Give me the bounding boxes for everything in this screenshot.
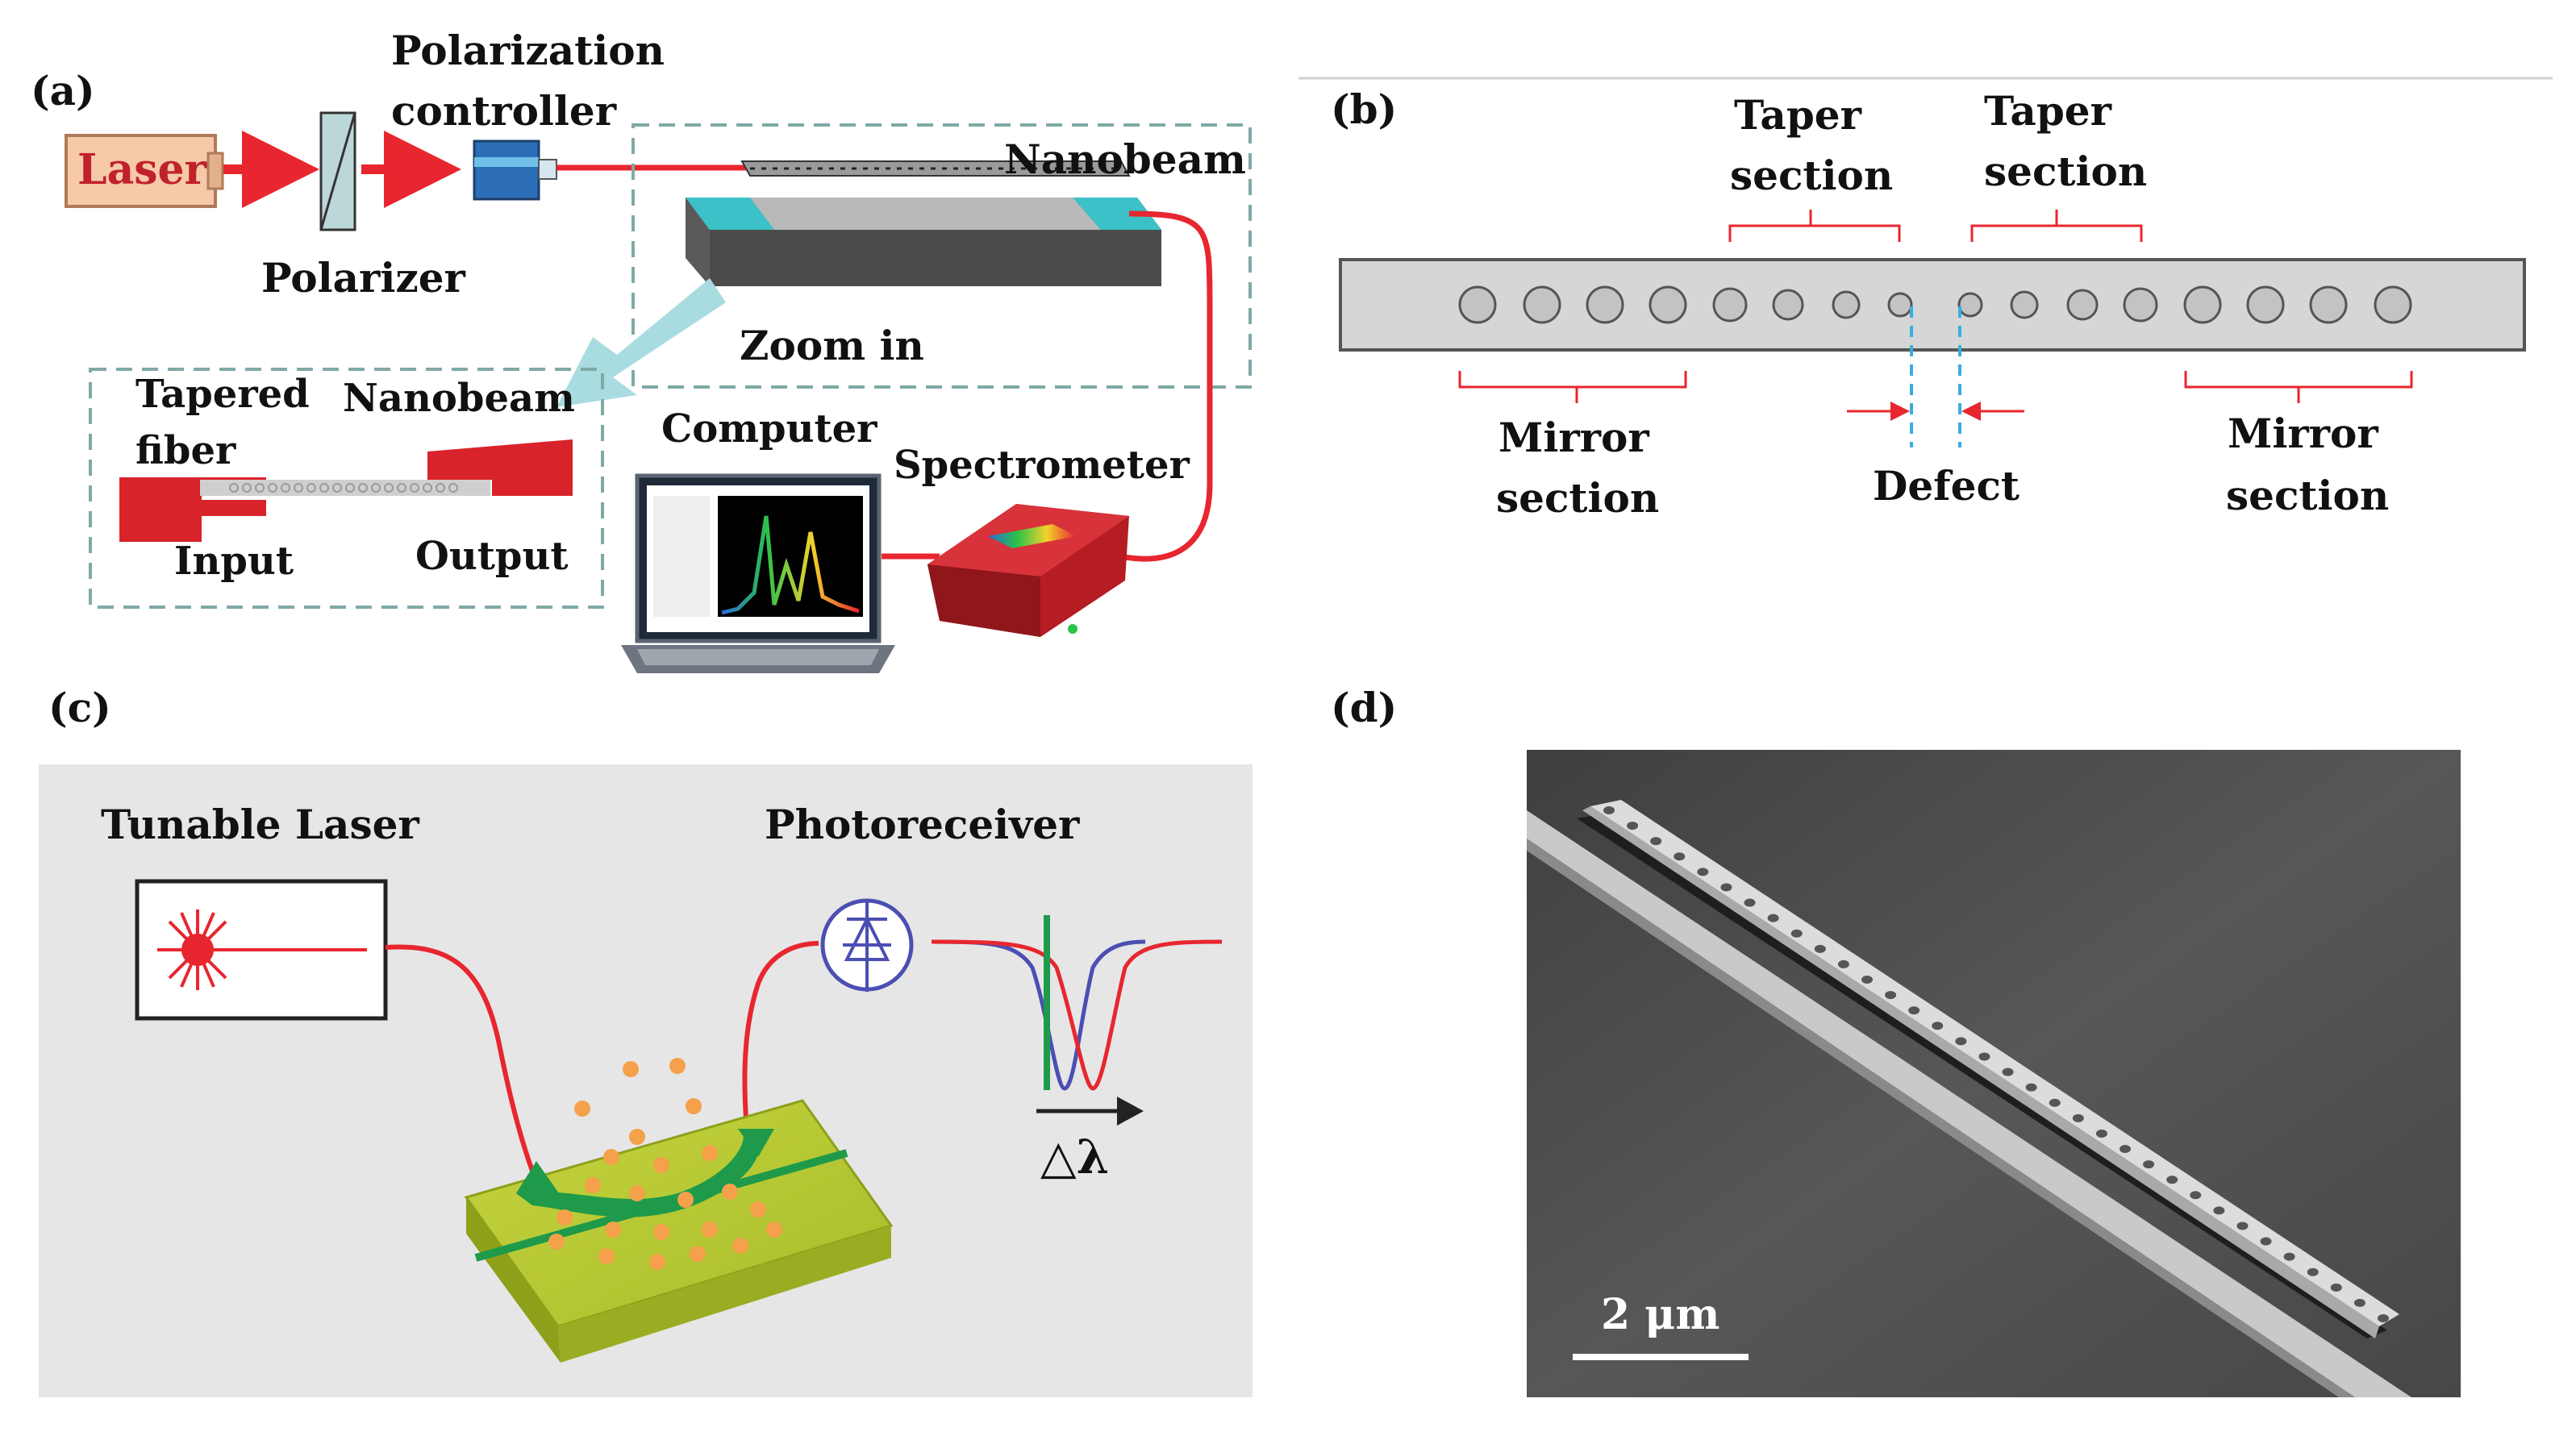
output-label: Output <box>415 534 569 579</box>
sem-hole <box>2236 1222 2249 1230</box>
photodiode-icon <box>820 898 914 992</box>
panel-b: (b) Taper section Taper section <box>1331 85 2526 522</box>
sem-hole <box>2049 1098 2061 1107</box>
sem-hole <box>1837 959 1849 968</box>
laser-star-icon <box>157 909 238 990</box>
sem-holes <box>1603 806 2389 1322</box>
sem-hole <box>1790 929 1803 938</box>
sem-hole <box>2166 1176 2178 1184</box>
polarization-controller-label-2: controller <box>391 87 617 135</box>
sem-hole <box>2025 1083 2037 1092</box>
sem-hole <box>2002 1068 2014 1076</box>
scale-bar-label: 2 μm <box>1601 1290 1719 1339</box>
sem-hole <box>1861 976 1873 984</box>
sem-hole <box>1650 837 1662 846</box>
sensor-chip <box>464 1099 894 1363</box>
sem-hole <box>2260 1237 2272 1246</box>
taper-left-label-2: section <box>1730 152 1893 199</box>
polarizer-label: Polarizer <box>261 254 466 302</box>
spectrometer-label: Spectrometer <box>894 443 1190 488</box>
zoom-arrow <box>556 278 726 407</box>
sem-hole <box>1767 914 1779 922</box>
sem-hole <box>2353 1298 2366 1307</box>
sem-hole <box>2213 1206 2225 1215</box>
sem-hole <box>1720 883 1732 892</box>
sem-hole <box>2190 1191 2202 1200</box>
sem-hole <box>1955 1037 1967 1046</box>
polarization-controller-label-1: Polarization <box>391 27 665 74</box>
panel-c: (c) Tunable Laser Photoreceiver <box>39 684 1253 1397</box>
sem-hole <box>1697 868 1709 876</box>
sem-hole <box>1674 852 1686 861</box>
mirror-left-label-1: Mirror <box>1498 414 1649 461</box>
tapered-fiber-label-1: Tapered <box>135 372 310 417</box>
panel-a: (a) Laser Polarizer Polarization control… <box>31 27 1252 673</box>
taper-left-label-1: Taper <box>1734 91 1862 139</box>
analyte-particles <box>548 1058 782 1270</box>
sem-hole <box>2095 1129 2107 1138</box>
zoom-in-label: Zoom in <box>740 322 924 369</box>
nanobeam-chip <box>686 160 1161 286</box>
sem-hole <box>1744 898 1756 907</box>
mirror-left-label-2: section <box>1496 474 1659 522</box>
sem-hole <box>2378 1314 2389 1322</box>
taper-right-label-2: section <box>1984 148 2147 195</box>
tunable-laser-label: Tunable Laser <box>101 801 419 848</box>
sem-hole <box>2072 1113 2084 1122</box>
panel-b-label: (b) <box>1331 85 1397 133</box>
sem-hole <box>2143 1160 2155 1169</box>
resonance-spectrum <box>931 915 1223 1091</box>
defect-label: Defect <box>1873 462 2020 510</box>
computer-label: Computer <box>661 406 877 452</box>
nanobeam-inset-label: Nanobeam <box>343 376 575 421</box>
panel-c-label: (c) <box>48 684 111 731</box>
laser-label: Laser <box>77 145 207 194</box>
inset-nanobeam <box>119 439 573 542</box>
panel-d: (d) 2 μm <box>1331 684 2461 1397</box>
sem-hole <box>1908 1006 1920 1015</box>
computer-icon <box>621 473 895 673</box>
sem-hole <box>1814 944 1826 953</box>
sem-hole <box>2330 1283 2342 1292</box>
sem-hole <box>1978 1052 1990 1061</box>
sem-hole <box>2283 1252 2295 1261</box>
nanobeam-label: Nanobeam <box>1004 135 1246 183</box>
input-label: Input <box>174 539 294 584</box>
panel-d-label: (d) <box>1331 684 1397 731</box>
sem-hole <box>1932 1022 1944 1030</box>
tapered-fiber-label-2: fiber <box>135 428 236 473</box>
delta-lambda-label: △λ <box>1040 1130 1109 1184</box>
laser-icon <box>65 134 224 208</box>
mirror-right-label-1: Mirror <box>2228 410 2378 457</box>
sem-hole <box>2120 1145 2131 1153</box>
mirror-right-label-2: section <box>2226 472 2389 519</box>
taper-right-label-1: Taper <box>1984 87 2112 135</box>
polarization-controller-icon <box>473 139 557 201</box>
sem-hole <box>1885 991 1897 1000</box>
sem-hole <box>1603 806 1615 814</box>
sem-hole <box>1627 822 1639 830</box>
panel-a-label: (a) <box>31 67 95 114</box>
photoreceiver-label: Photoreceiver <box>765 801 1080 848</box>
spectrometer-icon <box>927 504 1129 637</box>
sem-hole <box>2307 1267 2319 1276</box>
nanobeam-holes <box>1458 285 2412 324</box>
polarizer-icon <box>319 111 356 231</box>
